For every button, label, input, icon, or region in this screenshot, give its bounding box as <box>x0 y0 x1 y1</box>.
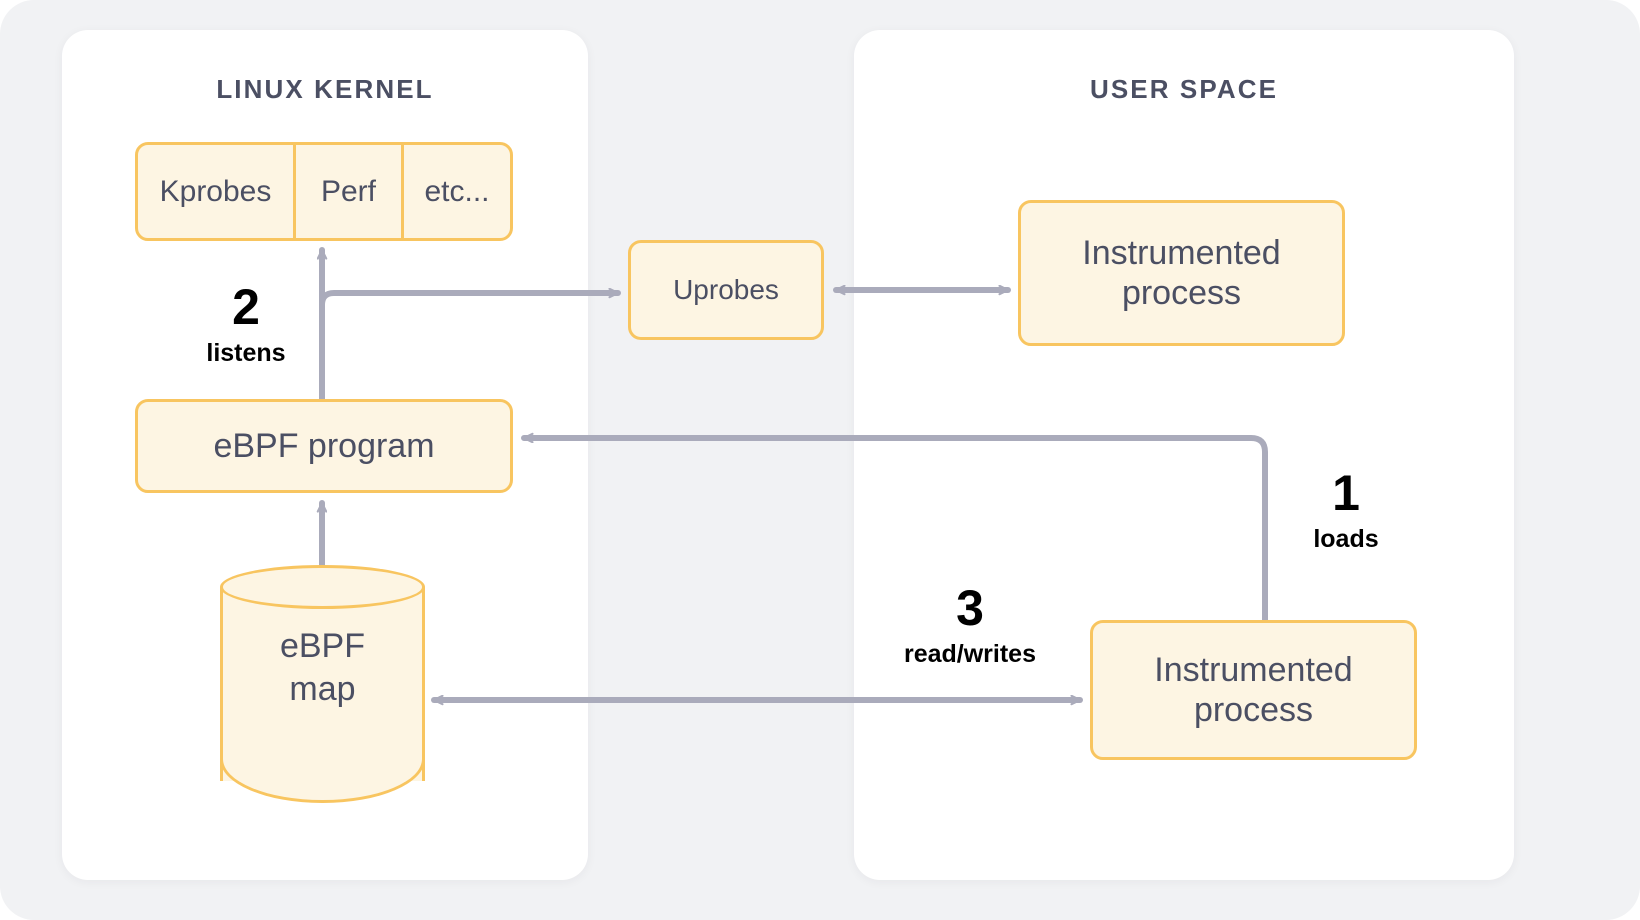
panel-title-user-space: USER SPACE <box>1089 74 1279 104</box>
node-instrumented-process-bottom-label: Instrumented process <box>1154 650 1352 730</box>
node-instrumented-process-top-label: Instrumented process <box>1082 233 1280 313</box>
probe-cell-perf[interactable]: Perf <box>296 145 404 238</box>
cylinder-bottom-cap <box>220 759 425 803</box>
step-1-number: 1 <box>1332 465 1360 521</box>
cylinder-top-cap <box>220 565 425 609</box>
node-ebpf-program[interactable]: eBPF program <box>135 399 513 493</box>
node-instrumented-process-top[interactable]: Instrumented process <box>1018 200 1345 346</box>
probe-sources-strip: Kprobes Perf etc... <box>135 142 513 241</box>
node-ebpf-program-label: eBPF program <box>213 426 435 465</box>
node-uprobes[interactable]: Uprobes <box>628 240 824 340</box>
proc-top-line2: process <box>1121 274 1242 312</box>
step-2-number: 2 <box>232 279 260 335</box>
step-3-label: read/writes <box>903 640 1036 668</box>
step-1-label: loads <box>1313 525 1379 553</box>
proc-top-line1: Instrumented <box>1082 233 1281 272</box>
proc-bottom-line2: process <box>1193 691 1314 729</box>
probe-cell-etc[interactable]: etc... <box>424 174 490 208</box>
node-uprobes-label: Uprobes <box>673 274 779 306</box>
step-badge-2-listens: 2 listens <box>186 282 306 370</box>
probe-cell-kprobes[interactable]: Kprobes <box>138 145 296 238</box>
node-ebpf-map-label: eBPF map <box>220 625 425 710</box>
panel-title-linux-kernel: LINUX KERNEL <box>216 74 434 104</box>
node-instrumented-process-bottom[interactable]: Instrumented process <box>1090 620 1417 760</box>
cylinder-body <box>220 587 425 781</box>
step-badge-1-loads: 1 loads <box>1286 468 1406 556</box>
node-ebpf-map[interactable]: eBPF map <box>220 565 425 803</box>
step-badge-3-read-writes: 3 read/writes <box>880 583 1060 671</box>
proc-bottom-line1: Instrumented <box>1154 650 1353 689</box>
node-ebpf-map-line2: map <box>289 669 356 708</box>
step-3-number: 3 <box>956 580 984 636</box>
step-2-label: listens <box>206 339 286 367</box>
node-ebpf-map-line1: eBPF <box>279 627 366 665</box>
